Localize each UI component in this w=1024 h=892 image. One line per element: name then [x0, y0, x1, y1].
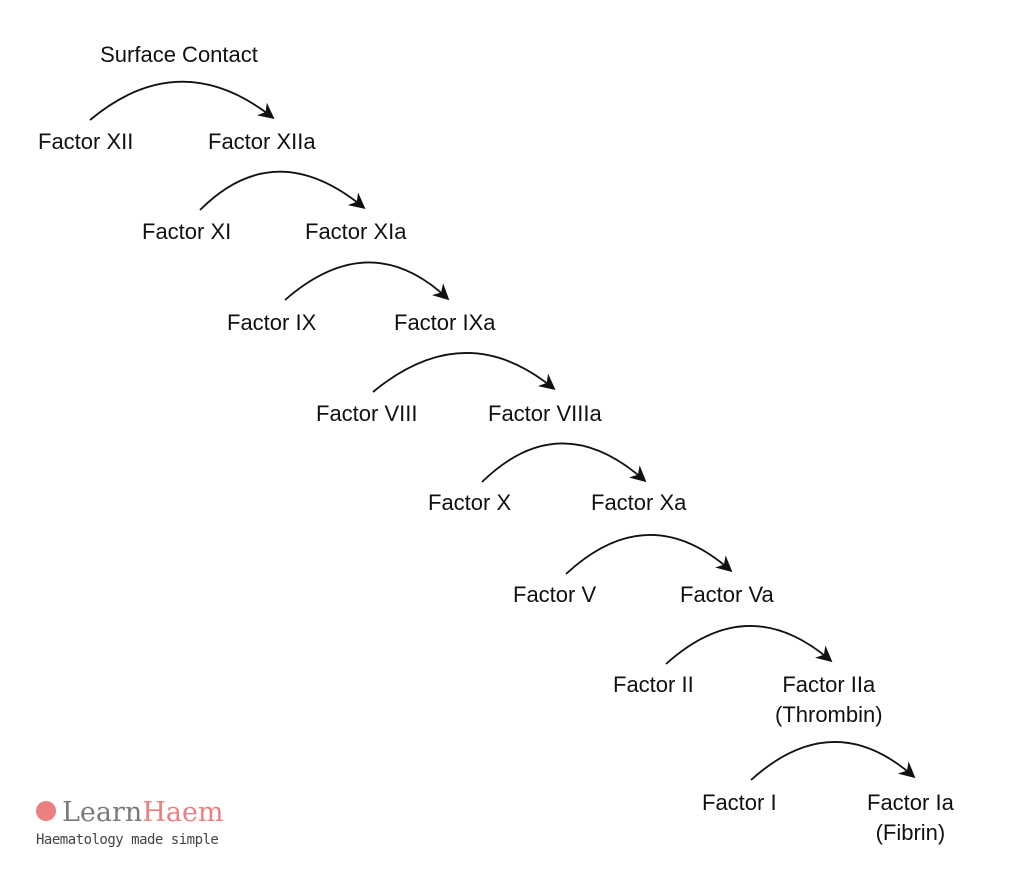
factor-label-active: Factor XIIa [208, 127, 316, 157]
factor-label-active: Factor IXa [394, 308, 495, 338]
activation-arrow [750, 741, 916, 781]
factor-label-inactive: Factor X [428, 490, 512, 515]
logo-dot-icon [36, 800, 56, 821]
factor-label-inactive: Factor XII [38, 129, 134, 154]
factor-active-name: Factor IIa [782, 672, 876, 697]
factor-label-active: Factor VIIIa [488, 399, 602, 429]
factor-label-inactive: Factor I [702, 790, 777, 815]
factor-label-active: Factor Xa [591, 488, 686, 518]
activation-arrow [284, 261, 450, 301]
factor-active-name: Factor XIa [305, 219, 407, 244]
activation-arrow [199, 170, 366, 211]
factor-label-active: Factor Ia (Fibrin) [867, 788, 954, 848]
factor-active-name: Factor VIIIa [488, 401, 602, 426]
factor-label-inactive: Factor XI [142, 219, 232, 244]
factor-label-inactive: Factor IX [227, 310, 317, 335]
activation-arrow [565, 534, 733, 575]
factor-active-name: Factor IXa [394, 310, 496, 335]
factor-label-active: Factor Va [680, 580, 774, 610]
trigger-label: Surface Contact [100, 42, 258, 67]
factor-label-active: Factor XIa [305, 217, 406, 247]
factor-active-name: Factor Va [680, 582, 774, 607]
factor-label-inactive: Factor II [613, 672, 694, 697]
activation-arrow [481, 442, 647, 483]
factor-common-name: (Fibrin) [875, 820, 946, 845]
factor-common-name: (Thrombin) [775, 702, 883, 727]
brand-name: LearnHaem [36, 798, 224, 828]
factor-label-inactive: Factor VIII [316, 401, 418, 426]
activation-arrow [89, 80, 275, 121]
factor-label-active: Factor IIa (Thrombin) [775, 670, 883, 730]
brand-tagline: Haematology made simple [36, 832, 219, 848]
activation-arrow [665, 625, 833, 665]
learnhaem-logo: LearnHaem Haematology made simple [36, 798, 224, 848]
factor-label-inactive: Factor V [513, 582, 597, 607]
factor-active-name: Factor XIIa [208, 129, 316, 154]
factor-active-name: Factor Xa [591, 490, 687, 515]
factor-active-name: Factor Ia [867, 790, 954, 815]
activation-arrow [372, 352, 556, 393]
